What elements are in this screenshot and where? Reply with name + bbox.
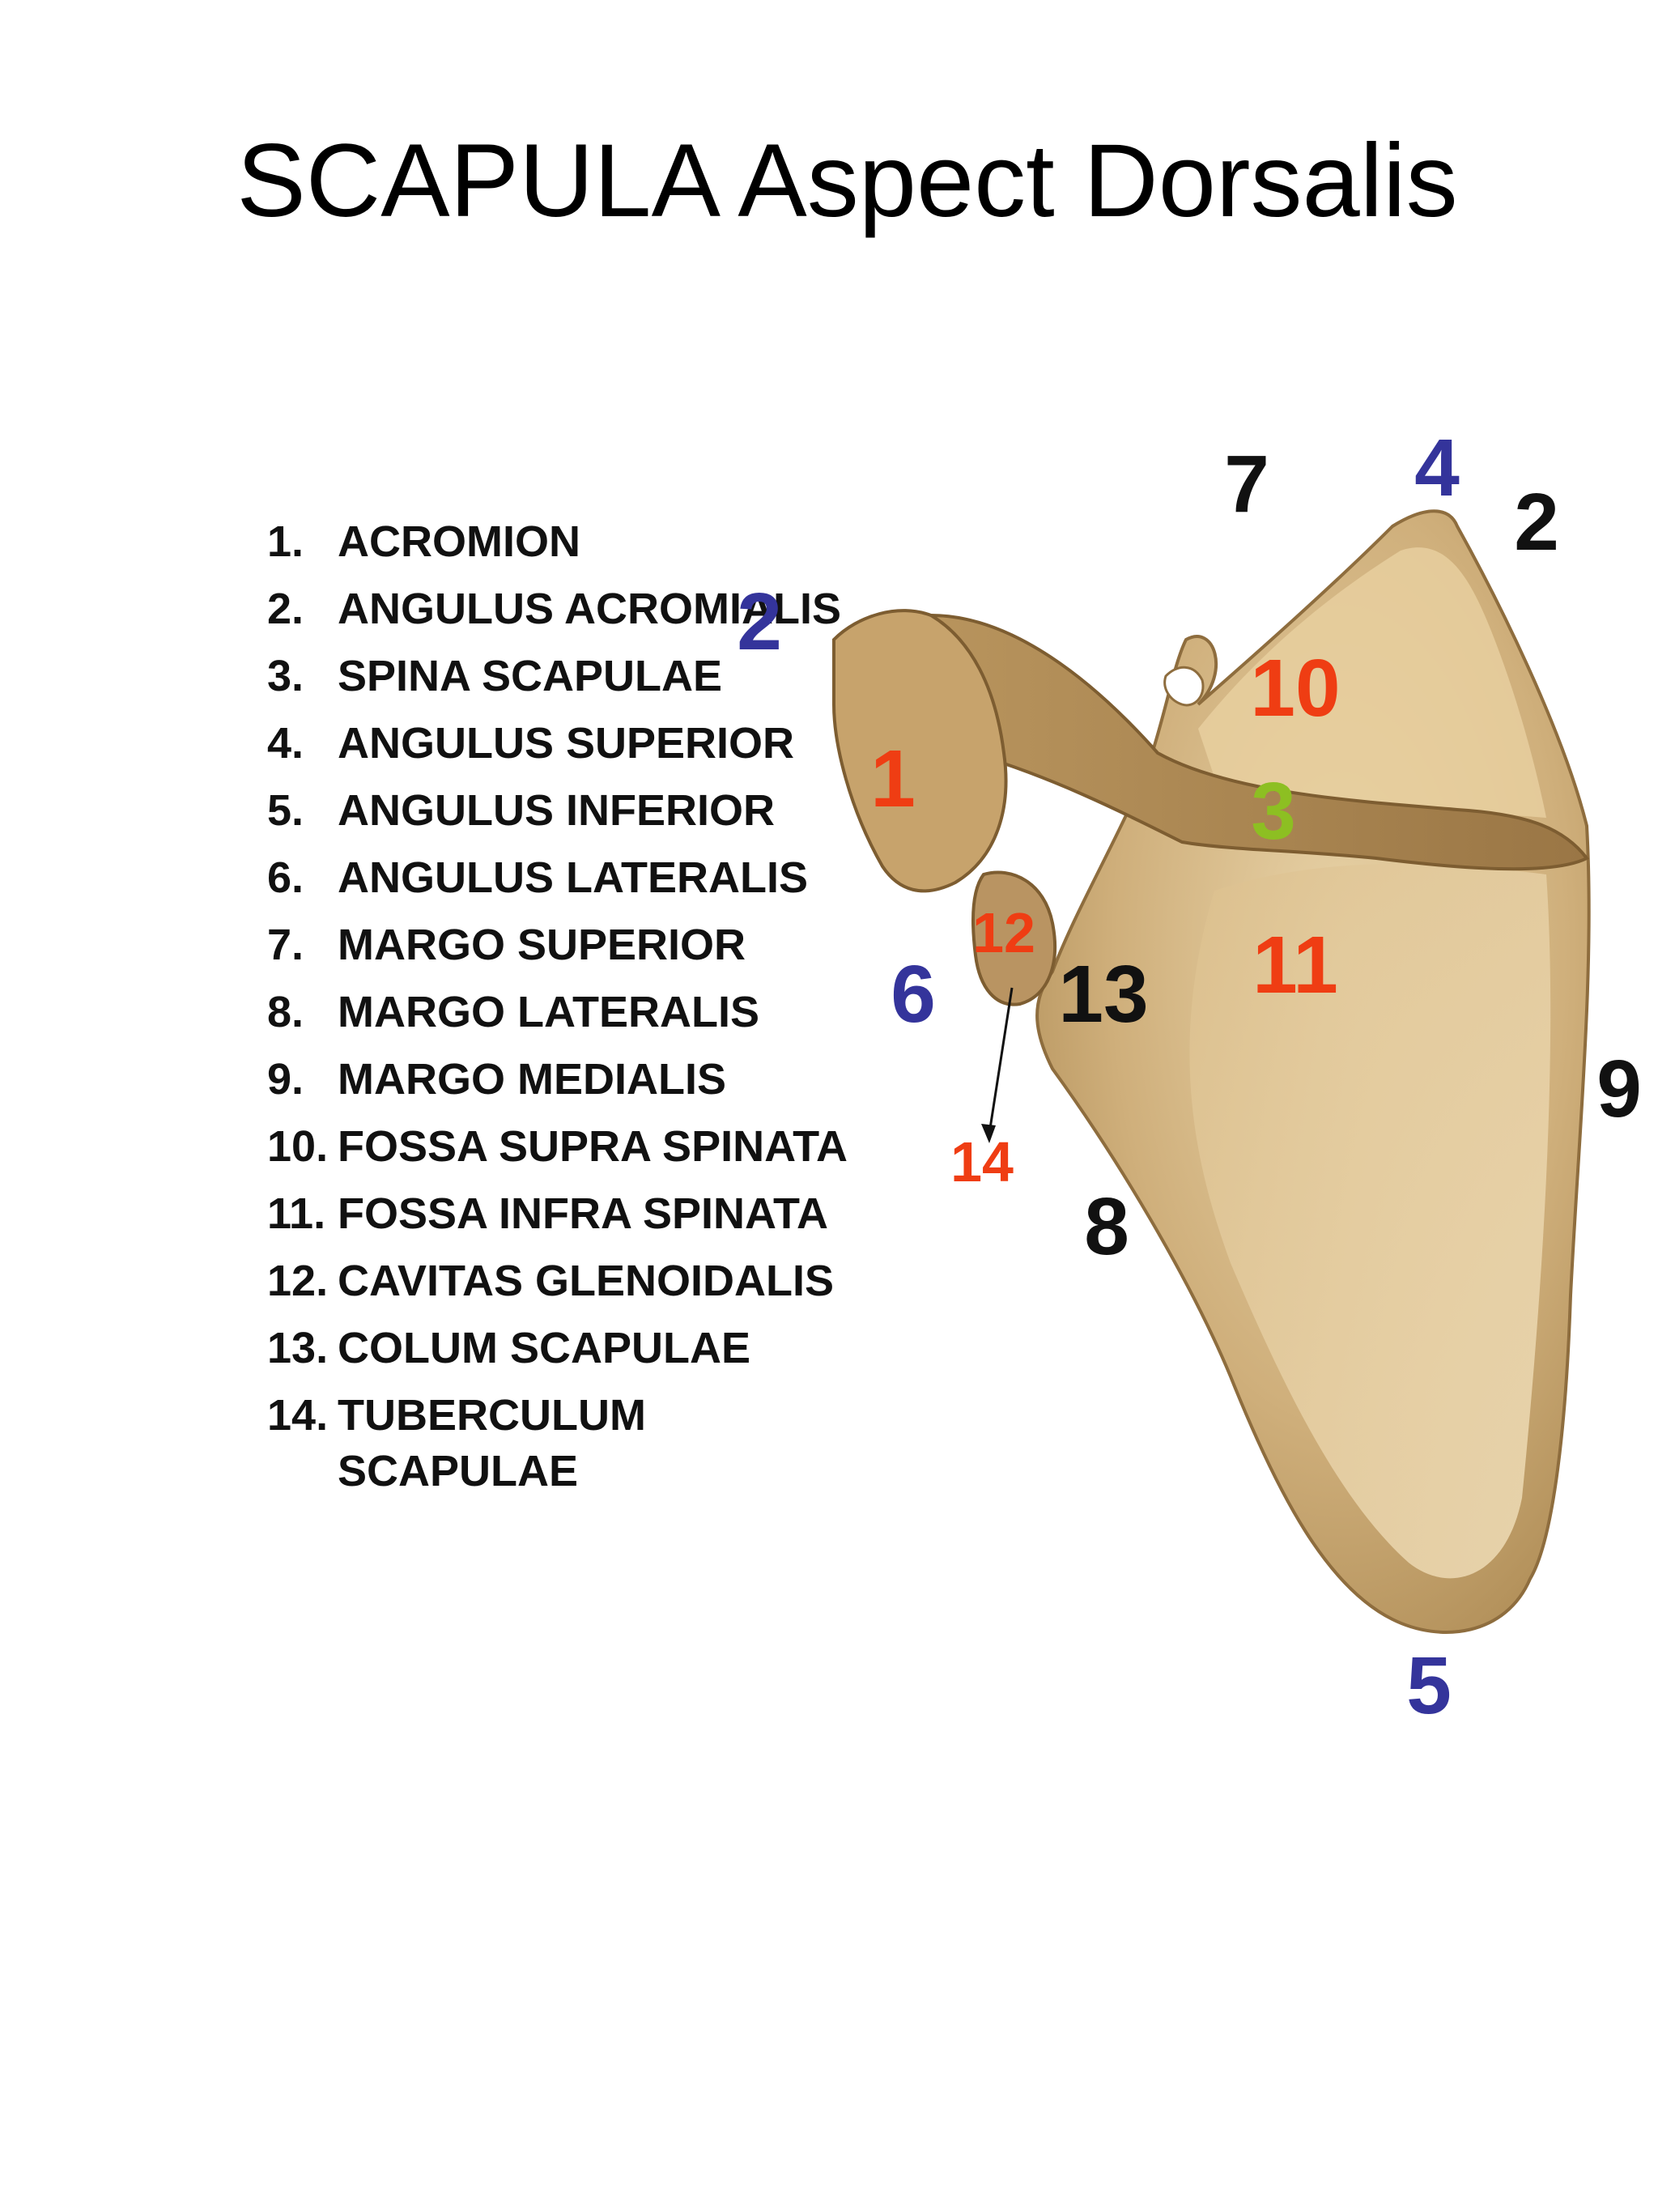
legend-number: 4. bbox=[267, 719, 304, 768]
diagram-title: SCAPULA Aspect Dorsalis bbox=[236, 123, 1458, 239]
legend-label: SPINA SCAPULAE bbox=[338, 652, 723, 700]
legend-number: 5. bbox=[267, 786, 304, 835]
legend-label: ANGULUS LATERALIS bbox=[338, 853, 808, 902]
legend-number: 6. bbox=[267, 853, 304, 902]
legend-number: 14. bbox=[267, 1391, 329, 1440]
legend-item: 6. ANGULUS LATERALIS bbox=[267, 850, 882, 906]
legend-number: 11. bbox=[267, 1189, 326, 1238]
legend-item: 11.FOSSA INFRA SPINATA bbox=[267, 1186, 882, 1242]
callout-7: 7 bbox=[1224, 439, 1269, 530]
legend-item: 9. MARGO MEDIALIS bbox=[267, 1052, 882, 1108]
callout-1: 1 bbox=[870, 734, 916, 824]
legend-label: MARGO SUPERIOR bbox=[338, 921, 746, 969]
legend-item: 4. ANGULUS SUPERIOR bbox=[267, 716, 882, 772]
legend-item: 12.CAVITAS GLENOIDALIS bbox=[267, 1253, 882, 1309]
callout-arrow-line bbox=[988, 987, 1014, 1134]
callout-13: 13 bbox=[1058, 949, 1149, 1040]
legend-number: 1. bbox=[267, 517, 304, 566]
fossa-infraspinata bbox=[1189, 863, 1551, 1579]
legend-item: 13.COLUM SCAPULAE bbox=[267, 1321, 882, 1376]
legend-label: CAVITAS GLENOIDALIS bbox=[338, 1257, 835, 1305]
spina-scapulae bbox=[929, 613, 1590, 871]
legend-label: ANGULUS INFERIOR bbox=[338, 786, 775, 835]
legend-number: 3. bbox=[267, 652, 304, 700]
callout-2-left: 2 bbox=[737, 576, 782, 667]
callout-2-right: 2 bbox=[1514, 477, 1559, 568]
callout-4: 4 bbox=[1414, 423, 1460, 513]
cavitas-glenoidalis bbox=[971, 870, 1056, 1006]
legend-item: 8. MARGO LATERALIS bbox=[267, 985, 882, 1040]
callout-6: 6 bbox=[891, 949, 936, 1040]
callout-14: 14 bbox=[950, 1130, 1014, 1193]
callout-8: 8 bbox=[1084, 1181, 1129, 1272]
legend-item: 2. ANGULUS ACROMIALIS bbox=[267, 581, 882, 637]
legend-label: ANGULUS ACROMIALIS bbox=[338, 585, 841, 633]
legend-label: ACROMION bbox=[338, 517, 580, 566]
legend-label: FOSSA SUPRA SPINATA bbox=[338, 1122, 848, 1171]
acromion bbox=[832, 609, 1008, 893]
legend-number: 13. bbox=[267, 1324, 329, 1372]
fossa-supraspinata bbox=[1198, 547, 1546, 818]
legend-number: 8. bbox=[267, 988, 304, 1036]
legend-label: ANGULUS SUPERIOR bbox=[338, 719, 795, 768]
legend-number: 2. bbox=[267, 585, 304, 633]
legend-label: TUBERCULUM SCAPULAE bbox=[338, 1391, 646, 1495]
incisura-scapulae bbox=[1163, 666, 1205, 707]
legend-list: 1. ACROMION 2. ANGULUS ACROMIALIS 3. SPINA … bbox=[267, 514, 882, 1511]
legend-item: 5. ANGULUS INFERIOR bbox=[267, 783, 882, 839]
legend-item: 1. ACROMION bbox=[267, 514, 882, 570]
callout-10: 10 bbox=[1250, 643, 1341, 734]
legend-label: FOSSA INFRA SPINATA bbox=[338, 1189, 828, 1238]
callout-11: 11 bbox=[1252, 920, 1338, 1010]
legend-label: MARGO LATERALIS bbox=[338, 988, 759, 1036]
callout-9: 9 bbox=[1596, 1044, 1642, 1134]
legend-item: 3. SPINA SCAPULAE bbox=[267, 649, 882, 704]
legend-label: COLUM SCAPULAE bbox=[338, 1324, 750, 1372]
legend-number: 10. bbox=[267, 1122, 329, 1171]
callout-5: 5 bbox=[1406, 1640, 1452, 1731]
legend-number: 9. bbox=[267, 1055, 304, 1104]
callout-3: 3 bbox=[1251, 766, 1296, 857]
legend-number: 7. bbox=[267, 921, 304, 969]
legend-item: 7. MARGO SUPERIOR bbox=[267, 917, 882, 973]
legend-number: 12. bbox=[267, 1257, 329, 1305]
legend-label: MARGO MEDIALIS bbox=[338, 1055, 726, 1104]
callout-arrow-head bbox=[981, 1124, 996, 1143]
legend-item: 14.TUBERCULUM SCAPULAE bbox=[267, 1388, 882, 1499]
legend-item: 10.FOSSA SUPRA SPINATA bbox=[267, 1119, 882, 1175]
callout-12: 12 bbox=[972, 901, 1035, 964]
